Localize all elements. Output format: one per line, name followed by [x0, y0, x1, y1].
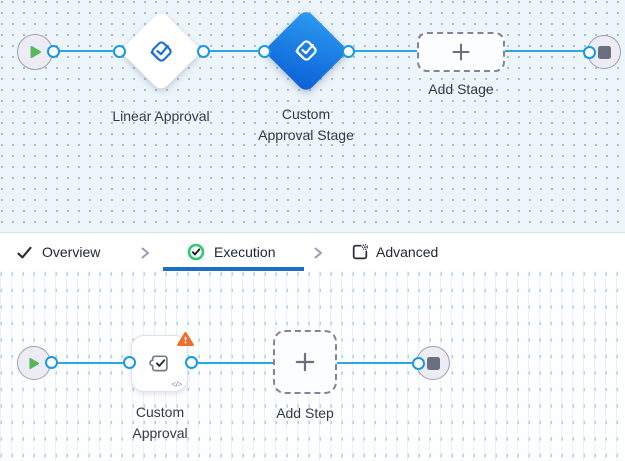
connector-edge: [348, 50, 417, 52]
stop-icon: [597, 45, 611, 59]
play-icon: [29, 45, 42, 59]
plus-icon: [293, 350, 317, 374]
warning-icon[interactable]: [177, 331, 194, 347]
connector-edge: [505, 50, 589, 52]
check-icon: [16, 244, 33, 261]
approval-stage-icon: [147, 37, 175, 65]
connector-port[interactable]: [47, 45, 60, 58]
add-step-label-text: Add Step: [276, 405, 334, 421]
add-step-button[interactable]: [273, 330, 337, 394]
stage-label-line: Custom: [281, 106, 331, 122]
stop-icon: [426, 356, 440, 370]
add-stage-label: Add Stage: [411, 79, 511, 100]
box-gear-icon: [351, 243, 369, 261]
step-label-custom-approval: Custom Approval: [110, 402, 210, 444]
add-stage-button[interactable]: [417, 32, 505, 72]
stage-detail-tabbar: Overview Execution Advanced: [0, 232, 625, 271]
play-icon: [28, 357, 40, 370]
add-step-label: Add Step: [255, 403, 355, 424]
plus-icon: [450, 41, 472, 63]
stage-label-linear-approval: Linear Approval: [91, 106, 231, 127]
stage-label-custom-approval-stage: Custom Approval Stage: [246, 104, 366, 146]
chevron-right-icon: [139, 246, 151, 260]
puzzle-check-icon: [145, 349, 173, 377]
add-stage-label-text: Add Stage: [428, 81, 494, 97]
step-canvas[interactable]: </>: [0, 271, 625, 461]
connector-edge: [337, 362, 418, 364]
connector-port[interactable]: [185, 356, 198, 369]
step-label-line: Custom: [135, 404, 185, 420]
stage-label-line: Linear Approval: [112, 108, 210, 124]
connector-port[interactable]: [197, 45, 210, 58]
tab-advanced-label: Advanced: [376, 244, 439, 260]
tab-execution-label: Execution: [214, 244, 276, 260]
tab-advanced[interactable]: Advanced: [351, 233, 438, 271]
connector-port[interactable]: [45, 356, 58, 369]
step-label-line: Approval: [132, 425, 188, 441]
chevron-right-icon: [312, 246, 324, 260]
connector-edge: [203, 50, 264, 52]
connector-port[interactable]: [258, 45, 271, 58]
tab-overview-label: Overview: [42, 244, 101, 260]
connector-edge: [53, 50, 119, 52]
connector-port[interactable]: [113, 45, 126, 58]
connector-edge: [191, 362, 273, 364]
tab-execution[interactable]: Execution: [187, 233, 275, 271]
connector-port[interactable]: [412, 357, 425, 370]
code-badge: </>: [171, 379, 182, 389]
stage-label-line: Approval Stage: [258, 127, 354, 143]
connector-port[interactable]: [342, 45, 355, 58]
connector-edge: [51, 362, 129, 364]
active-tab-underline: [163, 267, 304, 271]
stage-canvas[interactable]: Linear Approval Custom Approval Stage Ad…: [0, 0, 625, 232]
connector-port[interactable]: [583, 46, 596, 59]
tab-overview[interactable]: Overview: [16, 233, 100, 271]
check-circle-icon: [187, 243, 205, 261]
connector-port[interactable]: [123, 356, 136, 369]
approval-stage-icon: [292, 36, 320, 64]
